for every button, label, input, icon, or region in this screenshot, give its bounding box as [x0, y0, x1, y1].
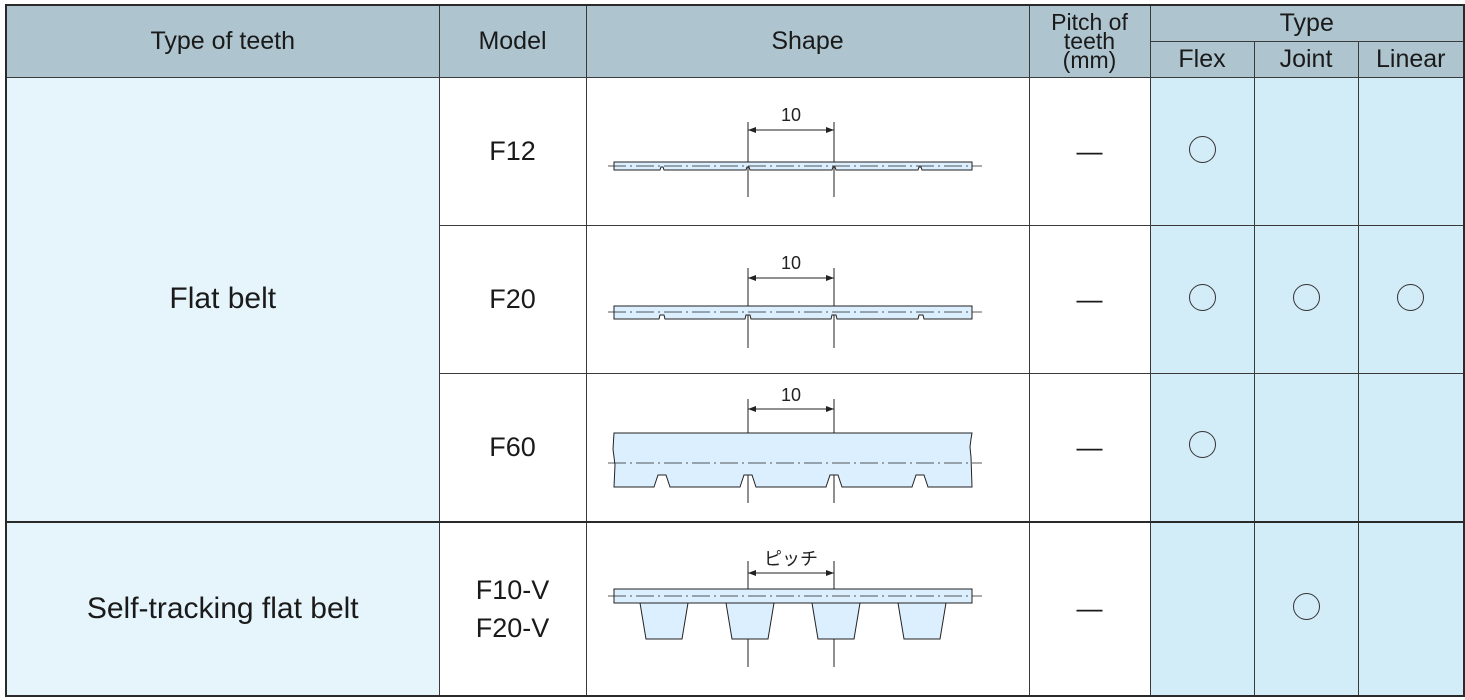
- f20-profile-drawing: 10: [607, 253, 982, 348]
- joint-mark: [1253, 520, 1359, 697]
- table-row: F20 10 —: [6, 225, 1465, 375]
- pitch-value: —: [1028, 373, 1151, 523]
- shape-cell: 10: [585, 76, 1030, 227]
- linear-mark: [1357, 225, 1465, 375]
- f60-profile-drawing: 10: [607, 387, 982, 504]
- header-pitch-line3: (mm): [1062, 47, 1117, 73]
- shape-cell: 10: [585, 373, 1030, 523]
- header-type: Type: [1149, 4, 1465, 42]
- header-pitch-line2: teeth: [1063, 28, 1116, 54]
- header-flex: Flex: [1149, 40, 1255, 79]
- availability-circle: [1188, 431, 1216, 459]
- model-cell: F10-V F20-V: [438, 520, 587, 697]
- model-cell: F12: [438, 76, 587, 227]
- availability-circle: [1292, 283, 1320, 311]
- f12-profile-drawing: 10: [607, 105, 982, 197]
- pitch-value: —: [1028, 225, 1151, 375]
- model-cell: F60: [438, 373, 587, 523]
- dimension-label: ピッチ: [764, 549, 818, 569]
- pitch-value: —: [1028, 520, 1151, 697]
- joint-mark: [1253, 225, 1359, 375]
- flex-mark: [1149, 520, 1255, 697]
- availability-circle: [1397, 283, 1425, 311]
- table-row: F60 10 —: [6, 373, 1465, 523]
- v-guide-profile-drawing: ピッチ: [607, 549, 982, 667]
- flex-mark: [1149, 373, 1255, 523]
- dimension-label: 10: [780, 253, 800, 273]
- linear-mark: [1357, 520, 1465, 697]
- dimension-label: 10: [780, 387, 800, 405]
- shape-cell: 10: [585, 225, 1030, 375]
- joint-mark: [1253, 373, 1359, 523]
- pitch-value: —: [1028, 76, 1151, 227]
- joint-mark: [1253, 76, 1359, 227]
- flex-mark: [1149, 76, 1255, 227]
- header-joint: Joint: [1253, 40, 1359, 79]
- header-model: Model: [438, 4, 587, 78]
- availability-circle: [1188, 283, 1216, 311]
- table-row: Flat belt F12 10 —: [5, 76, 1465, 523]
- dimension-label: 10: [780, 105, 800, 125]
- model-line-1: F10-V: [475, 574, 550, 605]
- header-pitch-line1: Pitch of: [1051, 9, 1128, 35]
- flex-mark: [1149, 225, 1255, 375]
- header-linear: Linear: [1357, 40, 1465, 79]
- table-row: Self-tracking flat belt F10-V F20-V ピッチ: [5, 520, 1465, 697]
- group-self-tracking-flat-belt: Self-tracking flat belt: [5, 520, 440, 697]
- header-pitch: Pitch of teeth (mm): [1028, 4, 1151, 78]
- model-cell: F20: [438, 225, 587, 375]
- model-line-2: F20-V: [475, 612, 550, 643]
- belt-spec-table: Type of teeth Model Shape Pitch of teeth…: [5, 4, 1465, 697]
- header-type-of-teeth: Type of teeth: [5, 4, 440, 78]
- linear-mark: [1357, 373, 1465, 523]
- shape-cell: ピッチ: [585, 520, 1030, 697]
- availability-circle: [1292, 592, 1320, 620]
- linear-mark: [1357, 76, 1465, 227]
- availability-circle: [1188, 135, 1216, 163]
- group-flat-belt: Flat belt: [5, 76, 440, 523]
- header-shape: Shape: [585, 4, 1030, 78]
